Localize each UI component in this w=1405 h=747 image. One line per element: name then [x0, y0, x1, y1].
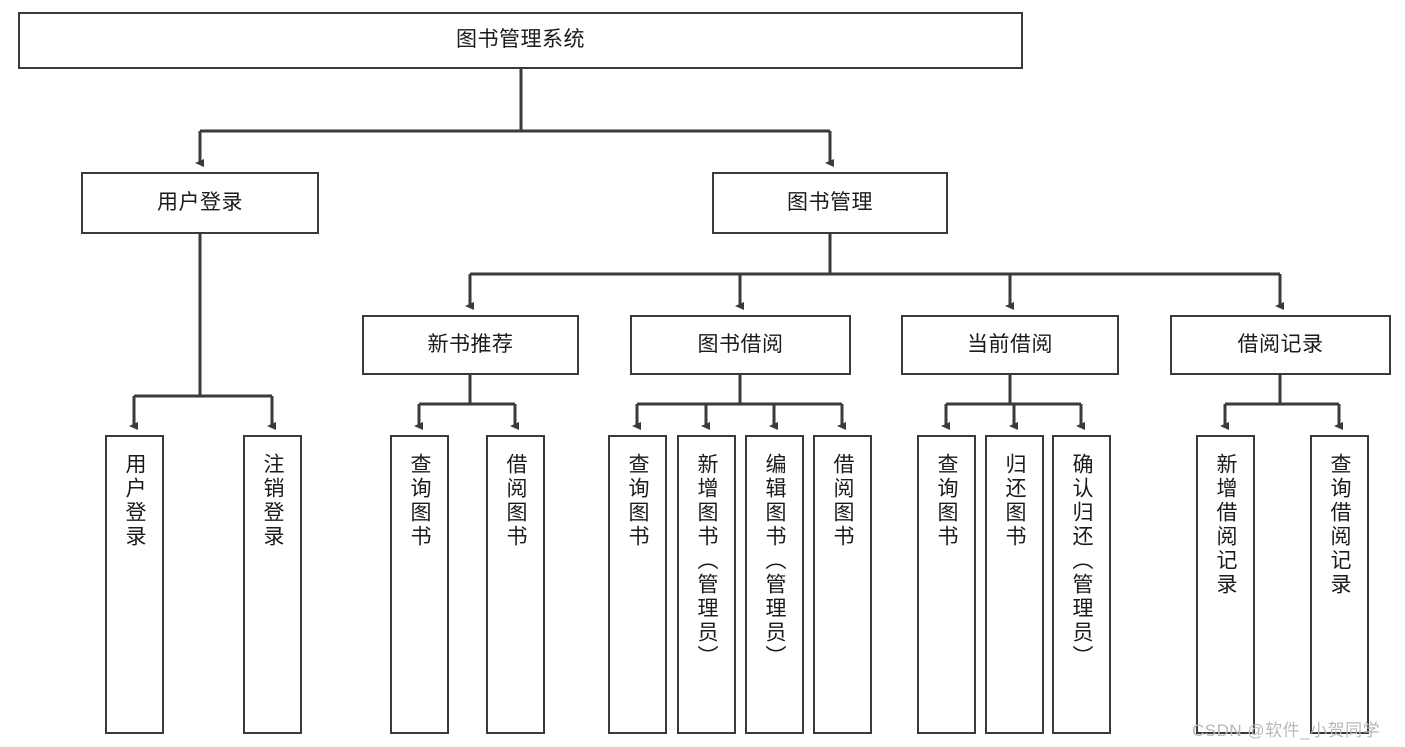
node-book-borrow-label: 图书借阅: [697, 332, 784, 356]
node-book-manage[interactable]: 图书管理: [712, 172, 948, 234]
node-borrow-record-label: 借阅记录: [1237, 332, 1324, 356]
node-book-manage-label: 图书管理: [787, 190, 873, 214]
node-leaf-add-book-label: 新增图书（管理员）: [695, 453, 718, 669]
node-leaf-query-book-1[interactable]: 查询图书: [390, 435, 449, 734]
node-new-book-rec[interactable]: 新书推荐: [362, 315, 579, 375]
node-leaf-borrow-book-1-label: 借阅图书: [504, 453, 527, 549]
node-leaf-query-record[interactable]: 查询借阅记录: [1310, 435, 1369, 734]
node-leaf-user-login[interactable]: 用户登录: [105, 435, 164, 734]
node-leaf-query-book-3-label: 查询图书: [935, 453, 958, 549]
node-root-label: 图书管理系统: [456, 28, 585, 52]
node-book-borrow[interactable]: 图书借阅: [630, 315, 851, 375]
node-leaf-borrow-book-2[interactable]: 借阅图书: [813, 435, 872, 734]
node-user-login[interactable]: 用户登录: [81, 172, 319, 234]
node-root[interactable]: 图书管理系统: [18, 12, 1023, 69]
node-current-borrow[interactable]: 当前借阅: [901, 315, 1119, 375]
node-new-book-rec-label: 新书推荐: [427, 332, 514, 356]
node-leaf-logout[interactable]: 注销登录: [243, 435, 302, 734]
node-borrow-record[interactable]: 借阅记录: [1170, 315, 1391, 375]
watermark-text: CSDN @软件_小贺同学: [1192, 721, 1381, 740]
node-leaf-confirm-return-label: 确认归还（管理员）: [1070, 453, 1093, 669]
node-current-borrow-label: 当前借阅: [967, 332, 1053, 356]
node-leaf-borrow-book-2-label: 借阅图书: [831, 453, 854, 549]
node-leaf-query-book-1-label: 查询图书: [408, 453, 431, 549]
node-leaf-edit-book[interactable]: 编辑图书（管理员）: [745, 435, 804, 734]
node-leaf-confirm-return[interactable]: 确认归还（管理员）: [1052, 435, 1111, 734]
node-leaf-add-book[interactable]: 新增图书（管理员）: [677, 435, 736, 734]
node-leaf-logout-label: 注销登录: [261, 453, 284, 549]
node-leaf-query-book-2[interactable]: 查询图书: [608, 435, 667, 734]
node-user-login-label: 用户登录: [157, 190, 243, 214]
node-leaf-add-record[interactable]: 新增借阅记录: [1196, 435, 1255, 734]
node-leaf-borrow-book-1[interactable]: 借阅图书: [486, 435, 545, 734]
node-leaf-return-book[interactable]: 归还图书: [985, 435, 1044, 734]
node-leaf-query-book-3[interactable]: 查询图书: [917, 435, 976, 734]
node-leaf-query-record-label: 查询借阅记录: [1328, 453, 1351, 597]
node-leaf-return-book-label: 归还图书: [1003, 453, 1026, 549]
node-leaf-query-book-2-label: 查询图书: [626, 453, 649, 549]
node-leaf-add-record-label: 新增借阅记录: [1214, 453, 1237, 597]
node-leaf-edit-book-label: 编辑图书（管理员）: [763, 453, 786, 669]
node-leaf-user-login-label: 用户登录: [123, 453, 146, 549]
